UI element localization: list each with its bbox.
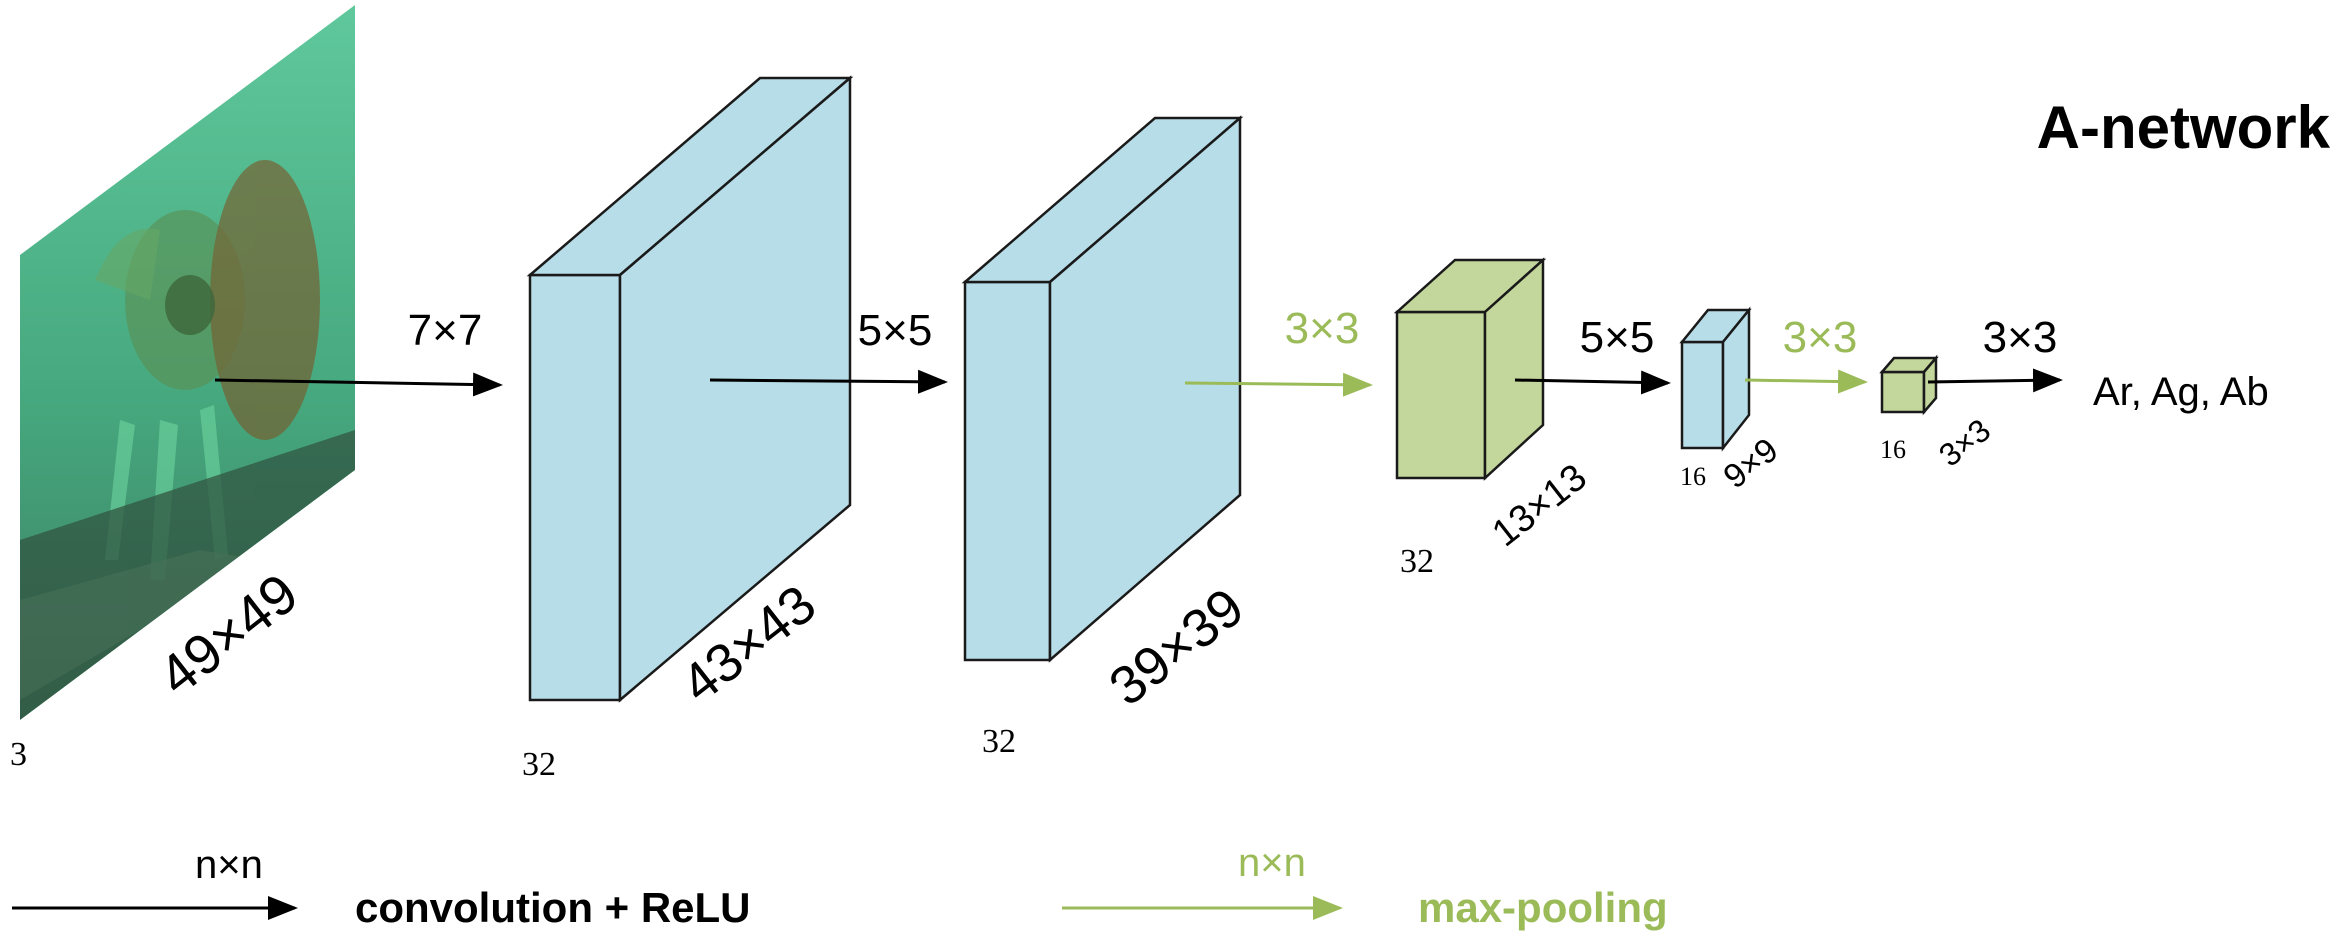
layer3-size-label: 13×13 xyxy=(1485,456,1595,555)
layer3-block xyxy=(1393,257,1547,481)
layer2-block xyxy=(961,115,1244,663)
diagram-title: A-network xyxy=(2037,94,2331,161)
legend-pool-nxn: n×n xyxy=(1238,841,1306,885)
arrow-input-to-layer1 xyxy=(214,372,503,397)
input-depth-label: 3 xyxy=(10,736,27,773)
layer5-block xyxy=(1879,354,1939,416)
layer4-block xyxy=(1679,306,1752,452)
arrow-layer3-to-layer4 xyxy=(1514,370,1671,395)
layer5-depth-label: 16 xyxy=(1880,435,1906,464)
op-label-final: 3×3 xyxy=(1983,313,2058,362)
op-label-layer2: 5×5 xyxy=(858,306,933,355)
op-label-layer3: 3×3 xyxy=(1285,304,1360,353)
legend-pool: n×n max-pooling xyxy=(1062,841,1668,931)
organism-shell-shape xyxy=(210,160,320,440)
input-image xyxy=(20,5,355,720)
legend: n×n convolution + ReLU n×n max-pooling xyxy=(12,841,1668,931)
arrow-layer5-to-output xyxy=(1927,368,2063,393)
layer2-depth-label: 32 xyxy=(982,723,1016,760)
op-label-layer4: 5×5 xyxy=(1580,313,1655,362)
layer3-depth-label: 32 xyxy=(1400,543,1434,580)
op-label-layer5: 3×3 xyxy=(1783,313,1858,362)
organism-eye-shape xyxy=(165,275,215,335)
output-label: Ar, Ag, Ab xyxy=(2093,370,2269,414)
op-label-layer1: 7×7 xyxy=(408,306,483,355)
layer1-depth-label: 32 xyxy=(522,746,556,783)
layer4-depth-label: 16 xyxy=(1680,462,1706,491)
legend-pool-label: max-pooling xyxy=(1418,884,1668,931)
legend-conv-label: convolution + ReLU xyxy=(355,884,751,931)
arrow-layer2-to-layer3 xyxy=(1184,372,1373,397)
layer1-block xyxy=(526,75,854,703)
arrow-layer4-to-layer5 xyxy=(1744,369,1868,394)
legend-conv: n×n convolution + ReLU xyxy=(12,843,751,931)
arrow-layer1-to-layer2 xyxy=(709,369,948,394)
layer5-size-label: 3×3 xyxy=(1932,412,1997,474)
legend-conv-nxn: n×n xyxy=(195,843,263,887)
